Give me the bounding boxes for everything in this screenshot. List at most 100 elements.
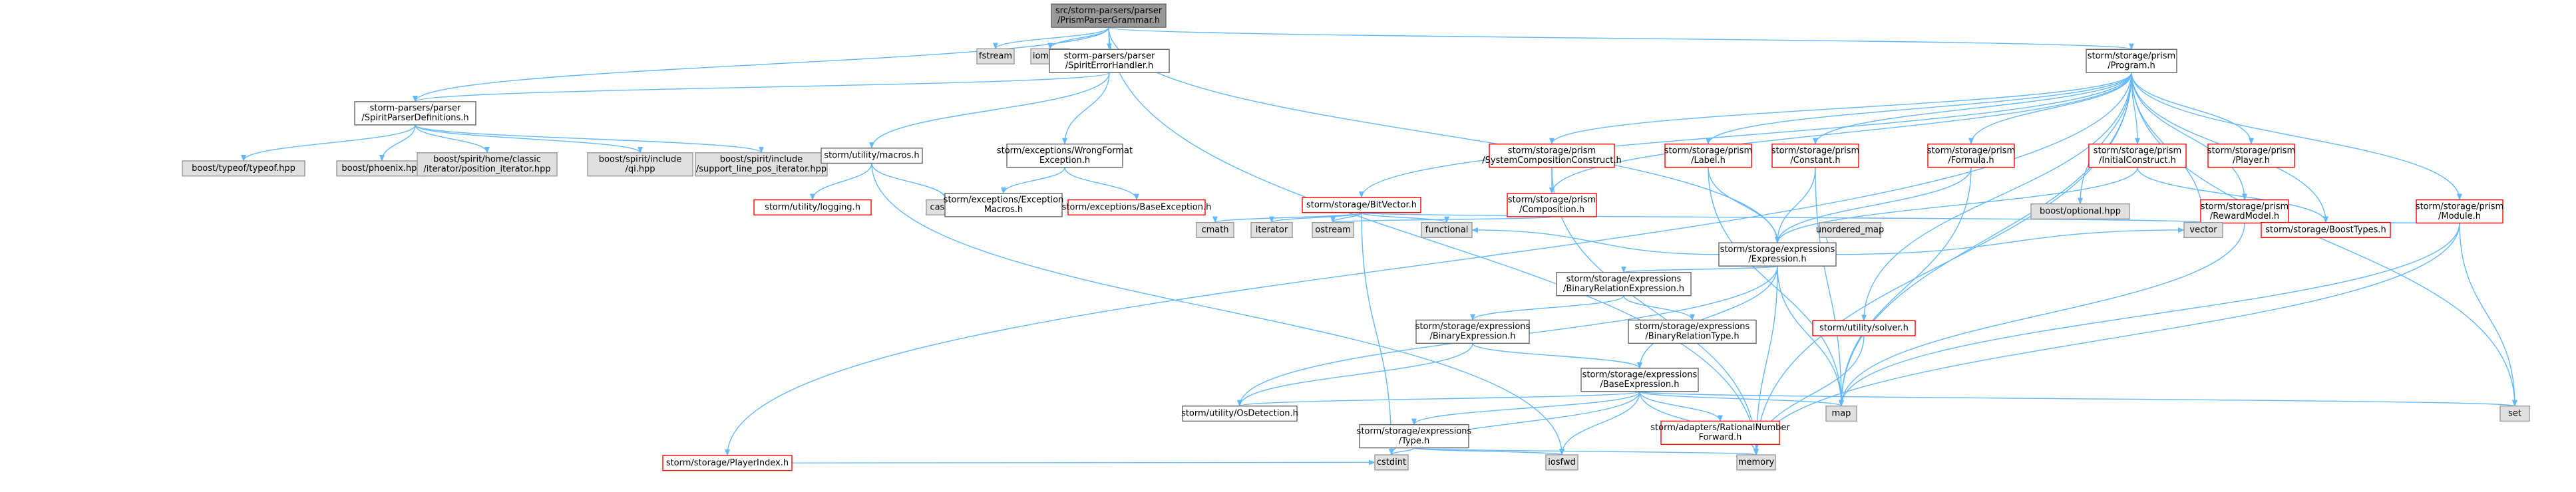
edge-program-to-set [2131, 72, 2517, 407]
node-box-rewardmodel [2200, 199, 2289, 224]
node-formula[interactable]: storm/storage/prism/Formula.h [1927, 143, 2015, 168]
node-syscomp[interactable]: storm/storage/prism/SystemCompositionCon… [1482, 143, 1622, 168]
node-label-wrongformat-line0: storm/exceptions/WrongFormat [997, 146, 1133, 156]
node-label-macros-line0: storm/utility/macros.h [824, 151, 919, 161]
node-rewardmodel[interactable]: storm/storage/prism/RewardModel.h [2200, 199, 2289, 224]
node-box-optional [2030, 203, 2130, 220]
node-label-formula-line0: storm/storage/prism [1927, 146, 2015, 156]
node-box-composition [1507, 193, 1597, 217]
edge-binexpr-to-osdetect [1237, 343, 1473, 407]
node-lpos: boost/spirit/include/support_line_pos_it… [695, 152, 828, 177]
node-set: set [2499, 405, 2530, 422]
node-boosttypes[interactable]: storm/storage/BoostTypes.h [2261, 221, 2391, 239]
edge-baseexpr-to-osdetect [1237, 391, 1640, 407]
node-label-spirit_error-line0: storm-parsers/parser [1064, 51, 1155, 61]
node-binrelexpr[interactable]: storm/storage/expressions/BinaryRelation… [1556, 272, 1692, 297]
node-label-rational-line0: storm/adapters/RationalNumber [1650, 423, 1790, 433]
node-label-baseexc-line0: storm/exceptions/BaseException.h [1062, 202, 1212, 212]
node-expression[interactable]: storm/storage/expressions/Expression.h [1718, 242, 1837, 267]
node-root[interactable]: src/storm-parsers/parser/PrismParserGram… [1051, 3, 1167, 28]
node-box-map [1825, 405, 1857, 422]
node-binreltype[interactable]: storm/storage/expressions/BinaryRelation… [1628, 319, 1757, 344]
edge-root-to-program [1108, 27, 2134, 51]
edge-syscomp-to-memory [1551, 167, 1759, 456]
edge-formula-to-map [1839, 167, 1972, 407]
node-label-bitvector-line0: storm/storage/BitVector.h [1306, 200, 1417, 210]
node-box-exprtype [1359, 424, 1469, 449]
node-box-cmath [1196, 221, 1234, 239]
node-label-constant-line1: /Constant.h [1790, 156, 1840, 166]
edge-expression-to-baseexpr [1637, 266, 1778, 369]
node-label-cstdint-line0: cstdint [1377, 457, 1406, 467]
node-label-lpos-line1: /support_line_pos_iterator.hpp [696, 164, 827, 174]
node-label-exprtype-line1: /Type.h [1399, 436, 1430, 446]
node-box-wrongformat [1006, 143, 1123, 168]
node-label-vector-line0: vector [2189, 225, 2217, 235]
node-osdetect[interactable]: storm/utility/OsDetection.h [1181, 405, 1298, 422]
node-box-spirit_error [1049, 49, 1170, 73]
node-spirit_defs[interactable]: storm-parsers/parser/SpiritParserDefinit… [354, 101, 476, 126]
node-label-memory-line0: memory [1738, 457, 1775, 467]
node-playerindex[interactable]: storm/storage/PlayerIndex.h [662, 455, 793, 471]
edge-program-to-constant [1813, 72, 2132, 145]
node-box-rational [1660, 420, 1780, 445]
node-macros[interactable]: storm/utility/macros.h [821, 148, 923, 164]
node-vector: vector [2183, 221, 2223, 239]
node-baseexpr[interactable]: storm/storage/expressions/BaseExpression… [1580, 368, 1699, 392]
edge-program-to-map [1839, 72, 2132, 407]
node-baseexc[interactable]: storm/exceptions/BaseException.h [1062, 199, 1212, 215]
edge-spirit_error-to-spirit_defs [413, 72, 1110, 102]
node-label-binexpr-line0: storm/storage/expressions [1415, 322, 1531, 332]
edge-macros-to-logging [810, 163, 872, 201]
node-label-module-line1: /Module.h [2438, 211, 2481, 221]
edge-bitvector-to-functional [1361, 212, 1449, 223]
edge-constant-to-expression [1775, 167, 1816, 244]
edge-wrongformat-to-baseexc [1064, 167, 1139, 201]
node-box-iosfwd [1545, 454, 1578, 471]
edge-bitvector-to-vector [1361, 212, 2205, 223]
node-label[interactable]: storm/storage/prism/Label.h [1664, 143, 1752, 168]
node-constant[interactable]: storm/storage/prism/Constant.h [1771, 143, 1859, 168]
edge-expression-to-vector [1835, 227, 2185, 255]
node-box-macros [821, 148, 923, 164]
node-binexpr[interactable]: storm/storage/expressions/BinaryExpressi… [1415, 319, 1531, 344]
node-box-playerindex [662, 455, 793, 471]
node-label-label-line1: /Label.h [1691, 156, 1726, 166]
node-module[interactable]: storm/storage/prism/Module.h [2416, 199, 2503, 224]
edge-program-to-bitvector [1359, 72, 2132, 199]
edge-bitvector-to-cstdint [1361, 212, 1394, 456]
node-label-set-line0: set [2508, 409, 2521, 419]
node-label-binrelexpr-line1: /BinaryRelationExpression.h [1563, 284, 1684, 294]
node-box-typeof [182, 160, 305, 177]
node-player[interactable]: storm/storage/prism/Player.h [2207, 143, 2295, 168]
node-initial[interactable]: storm/storage/prism/InitialConstruct.h [2088, 143, 2187, 168]
node-box-label [1664, 143, 1752, 168]
edge-program-to-module [2131, 72, 2462, 201]
header-nodes: src/storm-parsers/parser/PrismParserGram… [182, 3, 2530, 471]
node-box-initial [2088, 143, 2187, 168]
node-composition[interactable]: storm/storage/prism/Composition.h [1507, 193, 1597, 217]
node-box-solver [1812, 320, 1916, 336]
node-box-excmacros [944, 193, 1063, 217]
node-label-initial-line1: /InitialConstruct.h [2099, 156, 2176, 166]
node-bitvector[interactable]: storm/storage/BitVector.h [1302, 197, 1421, 213]
node-solver[interactable]: storm/utility/solver.h [1812, 320, 1916, 336]
node-program[interactable]: storm/storage/prism/Program.h [2086, 49, 2177, 73]
node-label-syscomp-line0: storm/storage/prism [1508, 146, 1596, 156]
node-spirit_error[interactable]: storm-parsers/parser/SpiritErrorHandler.… [1049, 49, 1170, 73]
node-optional: boost/optional.hpp [2030, 203, 2130, 220]
node-exprtype[interactable]: storm/storage/expressions/Type.h [1357, 424, 1472, 449]
node-box-syscomp [1489, 143, 1615, 168]
node-box-baseexc [1067, 199, 1206, 215]
node-box-program [2086, 49, 2177, 73]
node-label-binexpr-line1: /BinaryExpression.h [1429, 332, 1515, 342]
node-label-ostream-line0: ostream [1315, 225, 1351, 235]
edge-composition-to-ostream [1330, 216, 1553, 223]
node-box-iterator [1250, 221, 1293, 239]
node-box-ostream [1312, 221, 1354, 239]
edge-program-to-optional [2078, 72, 2132, 205]
node-logging[interactable]: storm/utility/logging.h [753, 199, 872, 215]
